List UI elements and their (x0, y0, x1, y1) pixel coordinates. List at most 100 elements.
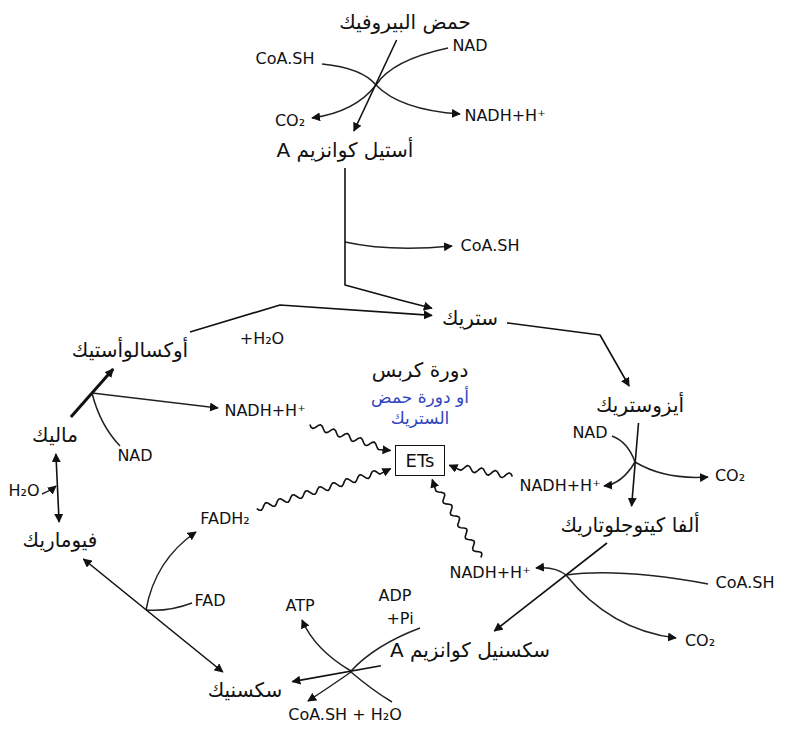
metabolite-node: أستيل كوانزيم A (271, 135, 420, 165)
reaction-arrow (566, 575, 676, 638)
label-text: ATP (285, 596, 314, 615)
node-text: NADH+H⁺ (224, 401, 305, 420)
label-text: CO₂ (275, 111, 305, 130)
label-text: CoA.SH + H₂O (288, 705, 402, 724)
metabolite-node: حمض البيروفيك (333, 7, 477, 37)
reaction-arrow (612, 436, 635, 462)
node-text: NADH+H⁺ (449, 563, 530, 582)
label-text: H₂O (8, 481, 39, 500)
subtitle-note: أو دورة حمض الستريك (345, 387, 495, 430)
reaction-arrow (376, 48, 448, 85)
node-text: سكسنيك (208, 678, 283, 702)
carrier-node: NADH+H⁺ (445, 561, 534, 584)
label-text: FAD (195, 591, 226, 610)
reaction-connector (292, 666, 381, 682)
reaction-connector (56, 454, 59, 522)
reaction-arrow (635, 462, 708, 477)
label-text: CO₂ (685, 631, 715, 650)
cofactor-label: CO₂ (685, 631, 715, 650)
reaction-connector (632, 423, 639, 506)
cofactor-label: CoA.SH (716, 573, 775, 592)
metabolite-node: سكسنيل كوانزيم A (384, 635, 556, 665)
cofactor-label: NAD (117, 446, 152, 465)
node-text: سكسنيل كوانزيم A (390, 638, 550, 662)
cofactor-label: CO₂ (275, 111, 305, 130)
label-text: أو دورة حمض الستريك (345, 387, 495, 430)
node-text: ألفا كيتوجلوتاريك (560, 513, 699, 537)
reaction-arrow (604, 462, 635, 486)
ets-box: ETs (395, 445, 446, 476)
node-text: أستيل كوانزيم A (277, 138, 414, 162)
label-text: CoA.SH (461, 236, 520, 255)
cycle-title: دورة كربس (372, 358, 469, 382)
node-text: ETs (406, 450, 435, 471)
carrier-node: FADH₂ (196, 507, 253, 530)
reaction-connector (354, 40, 397, 131)
label-text: CO₂ (715, 466, 745, 485)
node-text: NADH+H⁺ (519, 476, 600, 495)
reaction-connector (494, 543, 607, 631)
cofactor-label: CoA.SH (256, 49, 315, 68)
label-text: +H₂O (240, 329, 284, 348)
label-text: دورة كربس (372, 358, 469, 382)
electron-transfer-arrow (310, 425, 391, 451)
reaction-arrow (92, 393, 218, 408)
reaction-arrow (92, 393, 120, 446)
metabolite-node: ماليك (26, 420, 84, 450)
node-text: ماليك (32, 423, 78, 447)
label-text: ADP (379, 586, 412, 605)
cofactor-label: ADP (379, 586, 412, 605)
cofactor-label: NADH+H⁺ (464, 106, 545, 125)
cofactor-label: FAD (195, 591, 226, 610)
cofactor-label: NAD (452, 36, 487, 55)
cofactor-label: +Pi (386, 609, 413, 628)
reaction-connector (71, 369, 113, 417)
node-text: أيزوستريك (596, 393, 684, 417)
reaction-connector (345, 168, 432, 308)
label-text: NAD (452, 36, 487, 55)
label-text: +Pi (386, 609, 413, 628)
metabolite-node: أيزوستريك (590, 390, 690, 420)
electron-transfer-arrow (432, 480, 482, 558)
reaction-arrow (308, 672, 351, 701)
electron-transfer-arrow (257, 469, 391, 511)
cofactor-label: ATP (285, 596, 314, 615)
label-text: CoA.SH (256, 49, 315, 68)
reaction-arrow (351, 672, 392, 702)
reaction-arrow (312, 85, 376, 118)
cofactor-label: +H₂O (240, 329, 284, 348)
cofactor-label: H₂O (8, 481, 39, 500)
reaction-arrow (566, 573, 708, 584)
metabolite-node: ستريك (436, 303, 504, 333)
reaction-arrow (322, 64, 376, 85)
label-text: NAD (117, 446, 152, 465)
electron-transfer-arrow (449, 465, 512, 477)
cofactor-label: NAD (572, 423, 607, 442)
label-text: CoA.SH (716, 573, 775, 592)
metabolite-node: فيوماريك (17, 525, 104, 555)
node-text: حمض البيروفيك (339, 10, 471, 34)
reaction-arrow (376, 85, 460, 114)
reaction-arrow (536, 568, 566, 575)
metabolite-node: سكسنيك (202, 675, 289, 705)
cofactor-label: CO₂ (715, 466, 745, 485)
reaction-connector (190, 305, 432, 332)
metabolite-node: ألفا كيتوجلوتاريك (554, 510, 705, 540)
reaction-arrow (42, 486, 56, 494)
cofactor-label: CoA.SH + H₂O (288, 705, 402, 724)
reaction-connector (507, 323, 629, 386)
node-text: FADH₂ (200, 509, 249, 528)
carrier-node: NADH+H⁺ (515, 474, 604, 497)
metabolite-node: أوكسالوأستيك (66, 335, 194, 365)
reaction-arrow (146, 603, 192, 610)
reaction-arrow (302, 620, 351, 671)
cofactor-label: CoA.SH (461, 236, 520, 255)
carrier-node: NADH+H⁺ (220, 399, 309, 422)
label-text: NADH+H⁺ (464, 106, 545, 125)
reaction-connector (83, 559, 222, 672)
node-text: أوكسالوأستيك (72, 338, 188, 362)
reaction-arrow (146, 532, 196, 610)
label-text: NAD (572, 423, 607, 442)
reaction-arrow (345, 242, 452, 248)
